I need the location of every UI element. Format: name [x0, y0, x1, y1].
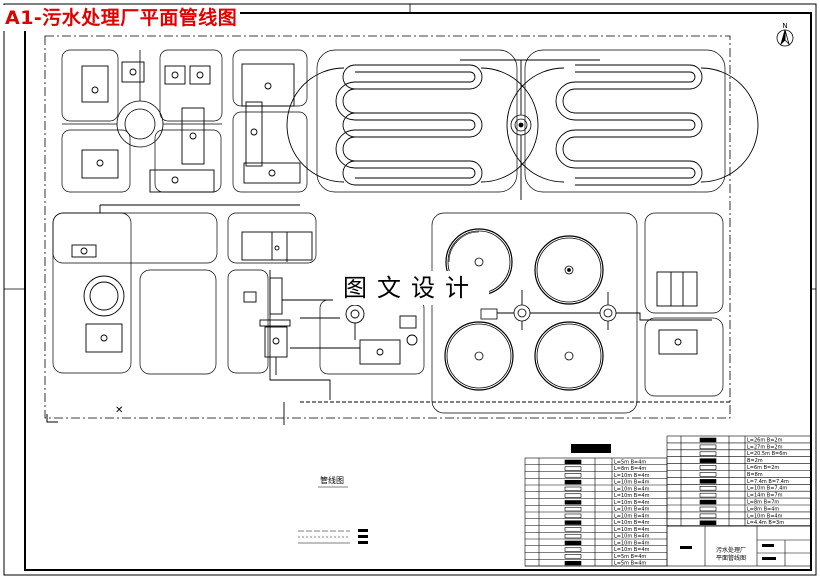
road-network — [52, 49, 726, 414]
table-name-cell — [564, 486, 582, 492]
table-spec-cell: L=5m B=4m — [614, 554, 646, 560]
table-name-cell — [564, 554, 582, 559]
table-name-cell — [699, 479, 717, 484]
table-name-cell — [699, 472, 717, 477]
table-name-cell — [564, 506, 582, 512]
oxidation-ditch-left — [286, 64, 539, 186]
table-spec-cell: L=20.5m B=6m — [747, 451, 787, 457]
table-name-cell — [699, 506, 717, 512]
north-arrow-icon: N — [776, 22, 794, 47]
distribution-well — [510, 114, 532, 136]
table-spec-cell: L=10m B=4m — [614, 507, 650, 513]
cross-mark: ✕ — [115, 405, 123, 416]
clarifier-lower-left — [444, 321, 514, 391]
oxidation-ditch-right — [506, 64, 759, 186]
equipment-table-left: L=5m B=4mL=8m B=4mL=10m B=4mL=10m B=4mL=… — [524, 457, 668, 567]
clarifier-lower-right — [534, 321, 604, 391]
table-name-cell — [564, 540, 582, 546]
table-spec-cell: L=10m B=4m — [614, 534, 650, 540]
table-spec-cell: L=26m B=2m — [747, 437, 783, 443]
plan-caption: 管线图 — [320, 475, 344, 485]
table-spec-cell: L=8m B=4m — [747, 506, 779, 512]
title-block: 污水处理厂 平面管线图 — [666, 525, 812, 567]
table-name-cell — [699, 499, 717, 505]
site-boundary — [44, 35, 731, 419]
table-name-cell — [699, 458, 717, 463]
table-spec-cell: L=10m B=4m — [614, 513, 650, 519]
table-spec-cell: L=14m B=7m — [747, 493, 783, 499]
title-block-line2: 平面管线图 — [716, 554, 746, 562]
table-spec-cell: L=10m B=4m — [614, 527, 650, 533]
table-spec-cell: L=7.4m B=7.4m — [747, 479, 789, 485]
table-name-cell — [699, 437, 717, 443]
table-name-cell — [699, 451, 717, 456]
table-spec-cell: B=2m — [747, 458, 763, 464]
table-name-cell — [564, 527, 582, 532]
drawing-title: A1-污水处理厂平面管线图 — [2, 5, 241, 31]
buildings-right — [656, 271, 698, 355]
table-spec-cell: L=5m B=4m — [614, 561, 646, 567]
table-spec-cell: L=10m B=4m — [614, 480, 650, 486]
table-spec-cell: L=6m B=2m — [747, 465, 779, 471]
north-label: N — [782, 22, 787, 30]
table-name-cell — [564, 513, 582, 519]
buildings-top — [81, 61, 301, 193]
table-name-cell — [564, 500, 582, 505]
table-name-cell — [699, 513, 717, 519]
table-spec-cell: L=10m B=4m — [614, 500, 650, 506]
pipelines — [99, 59, 730, 425]
watermark: 图文设计 — [333, 271, 489, 305]
table-spec-cell: L=4.4m B=3m — [747, 520, 784, 526]
table-spec-cell: L=10m B=4m — [614, 486, 650, 492]
table-name-cell — [564, 520, 582, 525]
table-name-cell — [699, 485, 717, 491]
table-spec-cell: L=10m B=7.4m — [747, 486, 787, 492]
table-name-cell — [699, 444, 717, 450]
table-header-bar — [571, 444, 611, 453]
table-spec-cell: L=10m B=4m — [614, 547, 650, 553]
table-name-cell — [564, 466, 582, 471]
table-spec-cell: L=8m B=7m — [747, 500, 779, 506]
table-spec-cell: L=10m B=4m — [747, 513, 783, 519]
table-spec-cell: L=5m B=4m — [614, 459, 646, 465]
table-name-cell — [564, 533, 582, 539]
table-spec-cell: L=10m B=4m — [614, 520, 650, 526]
table-name-cell — [564, 560, 582, 566]
table-spec-cell: L=8m B=4m — [614, 466, 646, 472]
table-name-cell — [699, 492, 717, 498]
table-name-cell — [564, 473, 582, 478]
equipment-table-right: L=26m B=2mL=27m B=2mL=20.5m B=6mB=2mL=6m… — [666, 435, 812, 527]
inner-frame — [24, 12, 812, 571]
title-block-line1: 污水处理厂 — [716, 546, 746, 554]
table-name-cell — [699, 465, 717, 470]
table-spec-cell: B=8m — [747, 472, 763, 478]
table-spec-cell: L=27m B=2m — [747, 444, 783, 450]
pipe-legend: 管线图 — [298, 475, 368, 544]
table-spec-cell: L=10m B=4m — [614, 493, 650, 499]
table-spec-cell: L=10m B=4m — [614, 473, 650, 479]
roundabout — [62, 50, 222, 148]
corner-marker — [46, 414, 58, 423]
table-name-cell — [564, 479, 582, 485]
table-name-cell — [699, 520, 717, 525]
table-spec-cell: L=10m B=4m — [614, 540, 650, 546]
table-name-cell — [564, 547, 582, 552]
clarifier-upper-right — [534, 235, 604, 305]
table-name-cell — [564, 493, 582, 498]
table-name-cell — [564, 459, 582, 465]
